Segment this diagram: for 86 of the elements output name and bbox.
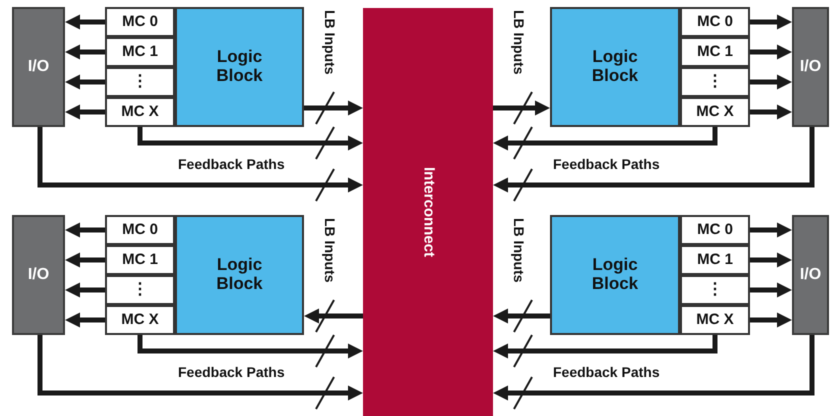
macrocell-box xyxy=(105,97,175,127)
arrow xyxy=(65,104,105,120)
cell-label: MC 0 xyxy=(697,222,733,238)
arrow xyxy=(750,44,792,60)
cell-label: MC 1 xyxy=(697,252,733,268)
block-label: Logic Block xyxy=(590,256,640,294)
arrow xyxy=(38,335,363,400)
arrow xyxy=(138,127,363,150)
arrow xyxy=(493,127,814,192)
arrow xyxy=(750,104,792,120)
bar-label: Interconnect xyxy=(420,166,436,257)
macrocell-box xyxy=(680,7,750,37)
path-label: Feedback Paths xyxy=(178,156,285,172)
macrocell-box xyxy=(680,275,750,305)
cell-label: ⋮ xyxy=(707,73,723,91)
arrow xyxy=(493,335,814,400)
arrow xyxy=(750,282,792,298)
arrow xyxy=(65,252,105,268)
logic-block xyxy=(175,215,304,335)
cell-label: MC 0 xyxy=(122,14,158,30)
arrow xyxy=(65,312,105,328)
cell-label: MC 1 xyxy=(122,44,158,60)
macrocell-box xyxy=(105,305,175,335)
macrocell-box xyxy=(105,7,175,37)
cell-label: ⋮ xyxy=(707,281,723,299)
arrow xyxy=(750,14,792,30)
macrocell-box xyxy=(680,215,750,245)
macrocell-box xyxy=(105,67,175,97)
bus-label: LB Inputs xyxy=(322,218,338,283)
block-label: Logic Block xyxy=(215,48,264,86)
cell-label: MC 0 xyxy=(697,14,733,30)
cell-label: I/O xyxy=(28,266,50,284)
cell-label: MC 0 xyxy=(122,222,158,238)
cell-label: ⋮ xyxy=(132,281,148,299)
path-label: Feedback Paths xyxy=(553,364,660,380)
arrow xyxy=(750,252,792,268)
path-label: Feedback Paths xyxy=(178,364,285,380)
path-label: Feedback Paths xyxy=(553,156,660,172)
arrow xyxy=(38,127,363,192)
macrocell-box xyxy=(680,97,750,127)
io-block xyxy=(792,7,829,127)
io-block xyxy=(792,215,829,335)
macrocell-box xyxy=(105,245,175,275)
io-block xyxy=(12,7,65,127)
logic-block xyxy=(550,215,680,335)
io-block xyxy=(12,215,65,335)
macrocell-box xyxy=(105,275,175,305)
block-label: Logic Block xyxy=(215,256,264,294)
logic-block xyxy=(175,7,304,127)
arrow xyxy=(304,308,363,324)
macrocell-box xyxy=(680,67,750,97)
arrow xyxy=(493,335,718,358)
arrow xyxy=(304,100,363,116)
arrow xyxy=(493,308,550,324)
cell-label: MC X xyxy=(696,104,734,120)
macrocell-box xyxy=(105,37,175,67)
arrow xyxy=(493,100,550,116)
cell-label: I/O xyxy=(800,266,822,284)
arrow xyxy=(65,44,105,60)
logic-block xyxy=(550,7,680,127)
macrocell-box xyxy=(680,305,750,335)
cell-label: MC X xyxy=(121,104,159,120)
arrow xyxy=(750,74,792,90)
bus-label: LB Inputs xyxy=(322,10,338,75)
macrocell-box xyxy=(680,37,750,67)
arrow xyxy=(65,14,105,30)
arrow xyxy=(750,312,792,328)
arrow xyxy=(138,335,363,358)
arrow xyxy=(493,127,718,150)
bus-label: LB Inputs xyxy=(511,218,527,283)
cell-label: ⋮ xyxy=(132,73,148,91)
macrocell-box xyxy=(105,215,175,245)
block-label: Logic Block xyxy=(590,48,640,86)
cell-label: MC 1 xyxy=(122,252,158,268)
cell-label: MC X xyxy=(696,312,734,328)
bus-label: LB Inputs xyxy=(511,10,527,75)
cell-label: I/O xyxy=(800,58,822,76)
cell-label: MC X xyxy=(121,312,159,328)
arrow xyxy=(750,222,792,238)
macrocell-box xyxy=(680,245,750,275)
interconnect-bar xyxy=(363,8,493,416)
cell-label: I/O xyxy=(28,58,50,76)
arrow xyxy=(65,222,105,238)
arrow xyxy=(65,74,105,90)
arrow xyxy=(65,282,105,298)
cell-label: MC 1 xyxy=(697,44,733,60)
